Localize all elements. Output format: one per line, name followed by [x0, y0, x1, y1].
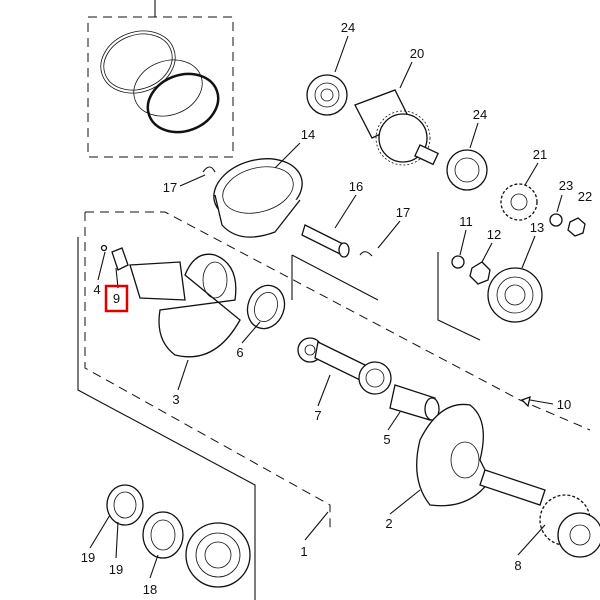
part-label-13[interactable]: 13 — [530, 220, 544, 235]
part-label-20[interactable]: 20 — [410, 46, 424, 61]
part-label-10[interactable]: 10 — [557, 397, 571, 412]
part-label-4[interactable]: 4 — [93, 282, 100, 297]
crank-assembly-frame — [84, 211, 591, 530]
highlight-box — [104, 284, 129, 313]
part-label-14[interactable]: 14 — [301, 127, 315, 142]
part-label-9[interactable]: 9 — [113, 291, 120, 306]
part-label-23[interactable]: 23 — [559, 178, 573, 193]
part-label-19[interactable]: 19 — [81, 550, 95, 565]
part-label-22[interactable]: 22 — [578, 189, 592, 204]
part-label-8[interactable]: 8 — [514, 558, 521, 573]
part-label-19[interactable]: 19 — [109, 562, 123, 577]
needle-bearing — [246, 284, 286, 330]
part-label-24[interactable]: 24 — [473, 107, 487, 122]
part-label-3[interactable]: 3 — [172, 392, 179, 407]
part-label-2[interactable]: 2 — [385, 516, 392, 531]
oil-seals-bearings — [106, 484, 251, 588]
part-label-17[interactable]: 17 — [396, 205, 410, 220]
piston-pin — [301, 224, 373, 258]
crankshaft-right — [416, 403, 600, 558]
key — [520, 395, 531, 408]
bearing-13 — [487, 267, 543, 323]
leader-lines — [89, 35, 563, 579]
part-label-24[interactable]: 24 — [341, 20, 355, 35]
balancer-shaft — [306, 74, 586, 237]
part-label-5[interactable]: 5 — [383, 432, 390, 447]
washer — [451, 255, 465, 269]
part-label-7[interactable]: 7 — [314, 408, 321, 423]
part-label-6[interactable]: 6 — [236, 345, 243, 360]
part-label-18[interactable]: 18 — [143, 582, 157, 597]
part-label-21[interactable]: 21 — [533, 147, 547, 162]
crankshaft-left — [100, 244, 241, 358]
part-label-11[interactable]: 11 — [459, 214, 473, 229]
part-label-1[interactable]: 1 — [300, 544, 307, 559]
connecting-rod — [297, 337, 392, 395]
part-label-17[interactable]: 17 — [163, 180, 177, 195]
part-label-16[interactable]: 16 — [349, 179, 363, 194]
piston-ring-set — [87, 0, 234, 158]
part-label-12[interactable]: 12 — [487, 227, 501, 242]
part-labels: 24 20 14 24 21 17 16 17 23 22 11 12 13 4… — [81, 20, 592, 597]
piston — [202, 158, 303, 238]
crank-pin — [389, 384, 440, 421]
nut — [469, 261, 491, 285]
